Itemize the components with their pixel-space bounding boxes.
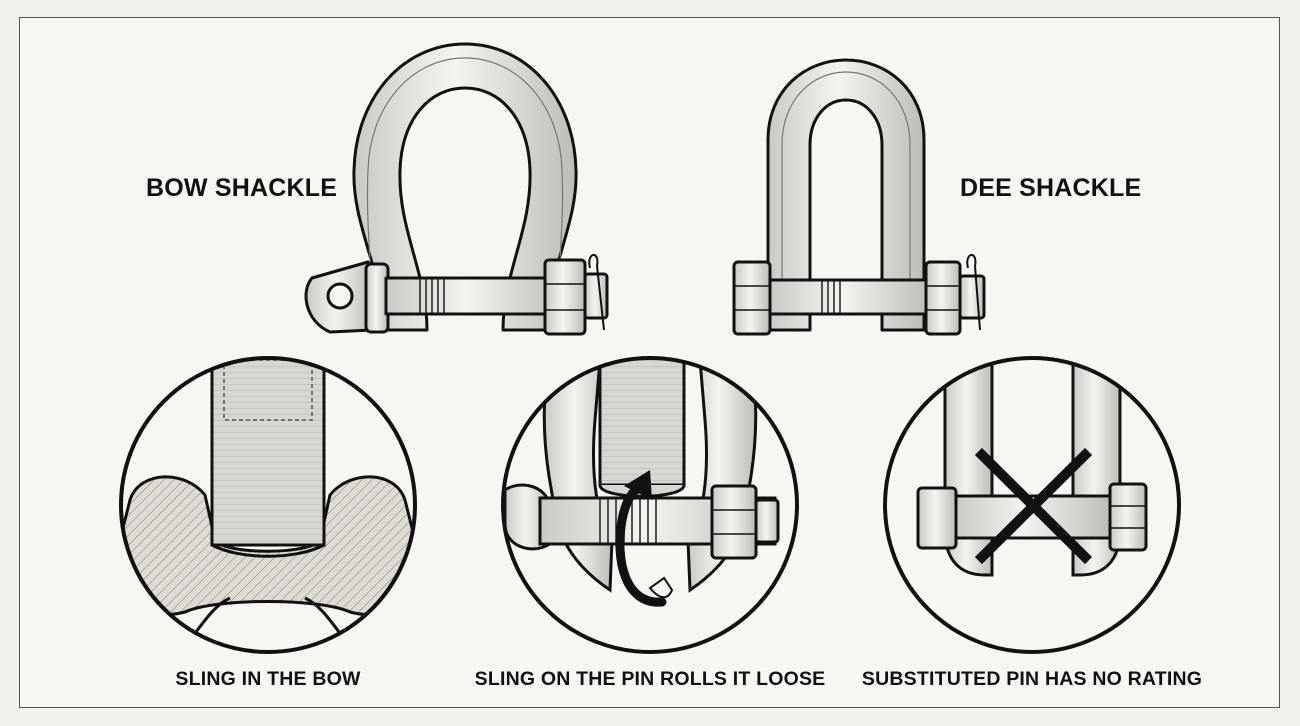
rotation-arrow-icon xyxy=(615,470,674,607)
panel-1-caption: SLING IN THE BOW xyxy=(175,668,361,690)
bow-shackle-label: BOW SHACKLE xyxy=(146,174,338,202)
dee-shackle xyxy=(732,58,986,336)
panel-2-caption: SLING ON THE PIN ROLLS IT LOOSE xyxy=(474,668,826,690)
panel-sling-on-pin xyxy=(501,356,799,654)
bow-shackle xyxy=(304,42,609,336)
x-mark-icon xyxy=(974,447,1093,565)
panel-sling-in-bow xyxy=(119,356,417,654)
panel-substituted-pin xyxy=(883,356,1181,654)
panel-3-caption: SUBSTITUTED PIN HAS NO RATING xyxy=(861,668,1203,690)
dee-shackle-label: DEE SHACKLE xyxy=(960,174,1142,202)
